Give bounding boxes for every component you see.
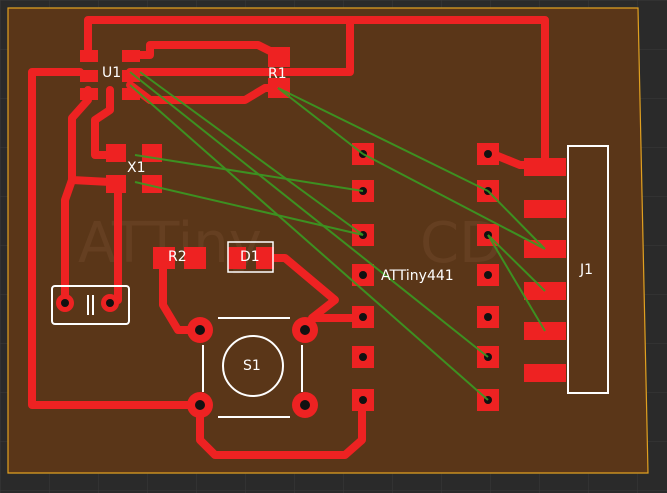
label-x1: X1 [127,160,146,176]
label-attiny441: ATTiny441 [381,268,454,284]
label-s1: S1 [243,358,261,374]
silkscreen [51,145,609,418]
label-u1: U1 [102,65,122,81]
label-r1: R1 [268,66,287,82]
label-d1: D1 [240,249,260,265]
ratsnest-lines [129,71,546,401]
label-j1: J1 [580,262,594,278]
label-r2: R2 [168,249,187,265]
